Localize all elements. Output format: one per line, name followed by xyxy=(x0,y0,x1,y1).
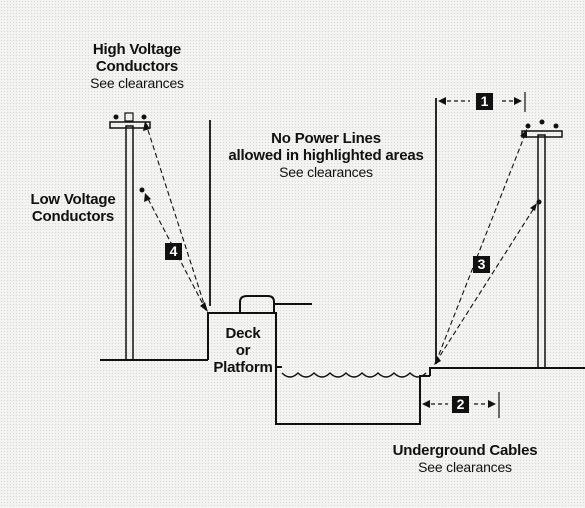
clearance-4-arrow-lv xyxy=(144,193,151,202)
deck-title-3: Platform xyxy=(213,358,273,376)
left-hv-conductor xyxy=(113,114,119,120)
clearance-3-arrow-lv xyxy=(530,203,537,211)
underground-cables-label: Underground Cables See clearances xyxy=(370,442,560,475)
right-hv-conductor xyxy=(539,119,545,125)
no-power-lines-subtitle: See clearances xyxy=(279,163,373,180)
left-pole xyxy=(125,125,134,361)
clearance-2-arrow-left xyxy=(422,400,430,408)
no-power-lines-label: No Power Lines allowed in highlighted ar… xyxy=(212,130,440,180)
right-lv-conductor xyxy=(536,199,542,205)
right-pole xyxy=(537,134,546,369)
high-voltage-label: High Voltage Conductors See clearances xyxy=(62,41,212,91)
deck-railing xyxy=(239,295,275,313)
clearance-1-arrow-right xyxy=(514,97,522,105)
clearance-badge-2: 2 xyxy=(452,396,469,413)
no-power-lines-title: No Power Lines xyxy=(271,130,381,147)
left-lv-conductor xyxy=(139,187,145,193)
high-voltage-title-2: Conductors xyxy=(95,57,179,75)
clearance-4-line-hv xyxy=(145,123,207,311)
deck-outline xyxy=(207,312,282,368)
clearance-3-arrow-base xyxy=(434,356,441,365)
ground-line-right xyxy=(429,367,585,376)
clearance-badge-4: 4 xyxy=(165,243,182,260)
low-voltage-title: Low Voltage xyxy=(30,191,116,208)
high-voltage-subtitle: See clearances xyxy=(90,74,184,91)
deck-title-2: or xyxy=(235,341,251,359)
clearance-3-line-hv xyxy=(435,131,527,363)
clearance-4-arrow-base xyxy=(200,302,208,312)
low-voltage-title-2: Conductors xyxy=(31,207,115,225)
left-crossarm xyxy=(109,121,151,129)
deck-label: Deck or Platform xyxy=(208,325,278,376)
clearance-badge-3: 3 xyxy=(473,256,490,273)
right-crossarm xyxy=(521,130,563,138)
clearance-2-arrow-right xyxy=(488,400,496,408)
clearance-4-arrow-hv xyxy=(143,121,150,131)
clearance-1-arrow-left xyxy=(438,97,446,105)
left-hv-conductor xyxy=(141,114,147,120)
underground-cables-subtitle: See clearances xyxy=(418,458,512,475)
high-voltage-title: High Voltage xyxy=(92,41,182,58)
clearance-3-arrow-hv xyxy=(520,129,527,138)
right-hv-conductor xyxy=(525,123,531,129)
no-power-lines-title-2: allowed in highlighted areas xyxy=(228,146,424,164)
right-hv-conductor xyxy=(553,123,559,129)
deck-title: Deck xyxy=(225,325,261,342)
pool-water xyxy=(281,372,427,378)
underground-cables-title: Underground Cables xyxy=(392,442,538,459)
low-voltage-label: Low Voltage Conductors xyxy=(18,191,128,226)
clearance-3-line-lv xyxy=(435,204,537,363)
left-hv-insulator xyxy=(124,112,134,122)
clearance-badge-1: 1 xyxy=(476,93,493,110)
